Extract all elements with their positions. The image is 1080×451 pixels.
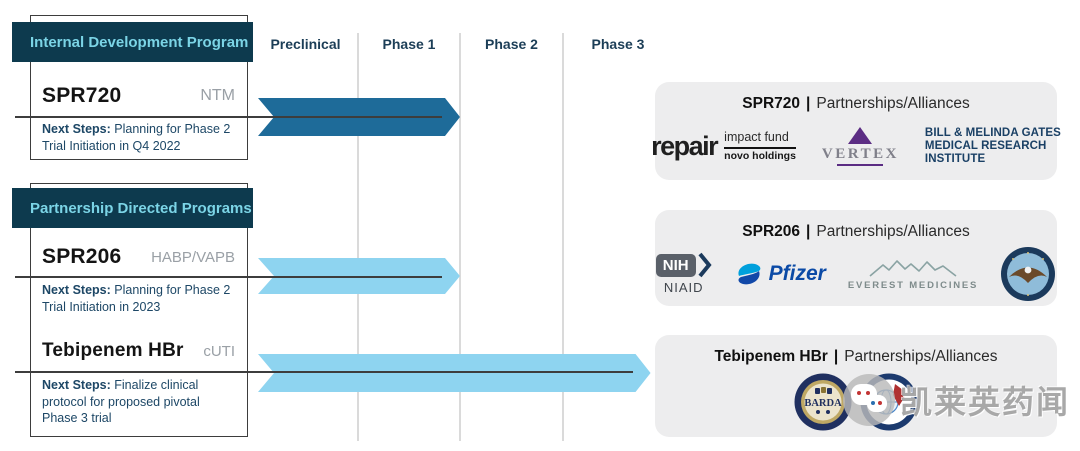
pfizer-logo: Pfizer (734, 259, 826, 289)
spr206-partner-logos: NIH NIAID Pfizer EVEREST MEDICINES (655, 241, 1057, 306)
phase-divider-2 (459, 33, 461, 441)
spr206-pointer-line (15, 276, 442, 278)
repair-impact-fund-logo: repair impact fund novo holdings (651, 130, 796, 162)
tebipenem-progress-arrow (258, 354, 651, 392)
gates-mri-logo: BILL & MELINDA GATES MEDICAL RESEARCH IN… (924, 127, 1061, 165)
nih-niaid-logo: NIH NIAID (655, 252, 712, 295)
spr720-partner-logos: repair impact fund novo holdings VERTEX … (651, 113, 1061, 180)
spr206-partnerships-card: SPR206|Partnerships/Alliances NIH NIAID … (655, 210, 1057, 306)
phase-label-preclinical: Preclinical (270, 36, 341, 52)
wechat-icon (843, 374, 895, 426)
group-header-internal-label: Internal Development Program (30, 33, 249, 51)
vertex-logo: VERTEX (822, 126, 899, 167)
group-header-internal: Internal Development Program (12, 22, 253, 62)
everest-medicines-logo: EVEREST MEDICINES (848, 257, 978, 291)
kailaiying-watermark: 凯莱英药闻 (843, 374, 1070, 426)
next-steps-spr206: Next Steps: Planning for Phase 2 Trial I… (42, 283, 231, 314)
next-steps-tebipenem: Next Steps: Finalize clinical protocol f… (42, 378, 200, 426)
program-row-spr720: SPR720 NTM (42, 78, 235, 114)
dod-seal-icon (1001, 246, 1056, 301)
next-steps-spr720: Next Steps: Planning for Phase 2 Trial I… (42, 122, 231, 153)
program-name-tebipenem: Tebipenem HBr (42, 340, 184, 361)
group-header-partnership: Partnership Directed Programs (12, 188, 253, 228)
indication-spr720: NTM (200, 87, 235, 104)
everest-mountains-icon (869, 259, 957, 277)
spr206-card-title: SPR206|Partnerships/Alliances (742, 223, 970, 240)
tebipenem-card-title: Tebipenem HBr|Partnerships/Alliances (714, 348, 998, 365)
indication-tebipenem: cUTI (203, 342, 235, 360)
phase-divider-1 (357, 33, 359, 441)
spr720-card-title: SPR720|Partnerships/Alliances (742, 95, 970, 112)
indication-spr206: HABP/VAPB (151, 248, 235, 266)
tebipenem-partnerships-card: Tebipenem HBr|Partnerships/Alliances BAR… (655, 335, 1057, 437)
vertex-triangle-icon (848, 126, 873, 144)
barda-seal-icon: BARDA (794, 373, 852, 430)
phase-label-phase3: Phase 3 (591, 36, 645, 52)
program-row-tebipenem: Tebipenem HBr cUTI (42, 333, 235, 369)
pfizer-swoosh-icon (738, 263, 761, 284)
program-row-spr206: SPR206 HABP/VAPB (42, 239, 235, 275)
tebipenem-pointer-line (15, 371, 633, 373)
phase-label-phase1: Phase 1 (382, 36, 436, 52)
svg-text:BARDA: BARDA (804, 398, 842, 409)
spr720-partnerships-card: SPR720|Partnerships/Alliances repair imp… (651, 82, 1061, 180)
watermark-text: 凯莱英药闻 (900, 384, 1071, 420)
nih-chevron-icon (698, 252, 712, 278)
phase-divider-3 (562, 33, 564, 441)
phase-label-phase2: Phase 2 (485, 36, 538, 52)
program-name-spr206: SPR206 (42, 245, 122, 268)
program-name-spr720: SPR720 (42, 84, 122, 107)
spr720-pointer-line (15, 116, 442, 118)
group-header-partnership-label: Partnership Directed Programs (30, 199, 252, 217)
